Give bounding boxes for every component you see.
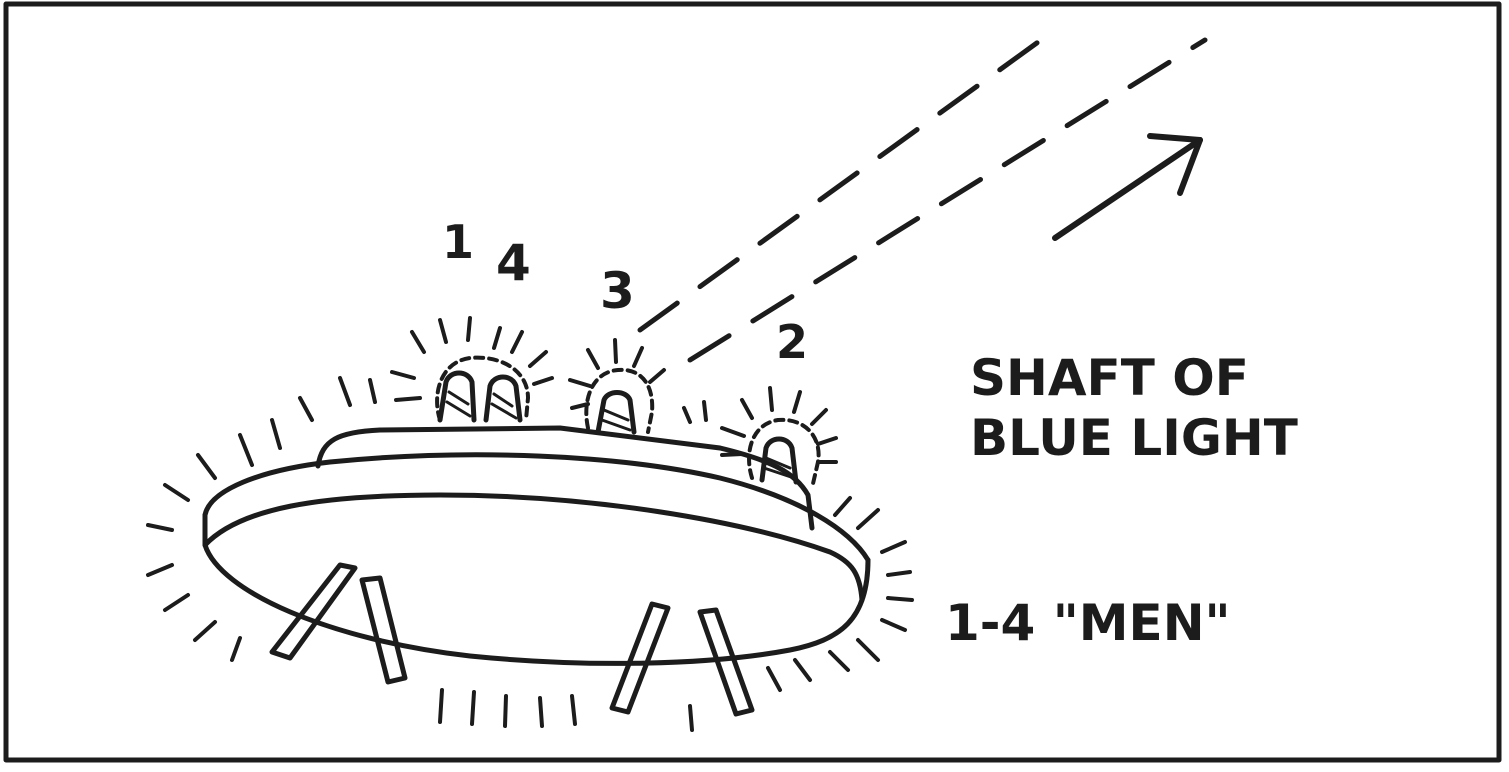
arrow-icon [1055,136,1200,238]
leg-front-right [612,604,668,712]
shaft-caption-line2: BLUE LIGHT [970,409,1298,467]
saucer-rim-inner [205,495,862,600]
shaft-caption-line1: SHAFT OF [970,349,1249,407]
men-caption: 1-4 "MEN" [945,594,1231,652]
saucer [205,428,868,663]
light-beam-lower [690,40,1205,360]
figure-label-2: 2 [776,315,808,369]
figure-group-middle [570,340,706,432]
landing-legs [272,565,752,714]
leg-front-left-2 [362,578,405,682]
saucer-top-deck [318,428,812,528]
figure-label-1: 1 [442,215,474,269]
figure-label-4: 4 [496,234,531,292]
figure-label-3: 3 [600,262,635,320]
frame-border [6,4,1499,760]
figure-group-left [392,318,552,420]
figure-group-right [722,388,836,488]
light-beam-upper [640,32,1052,330]
